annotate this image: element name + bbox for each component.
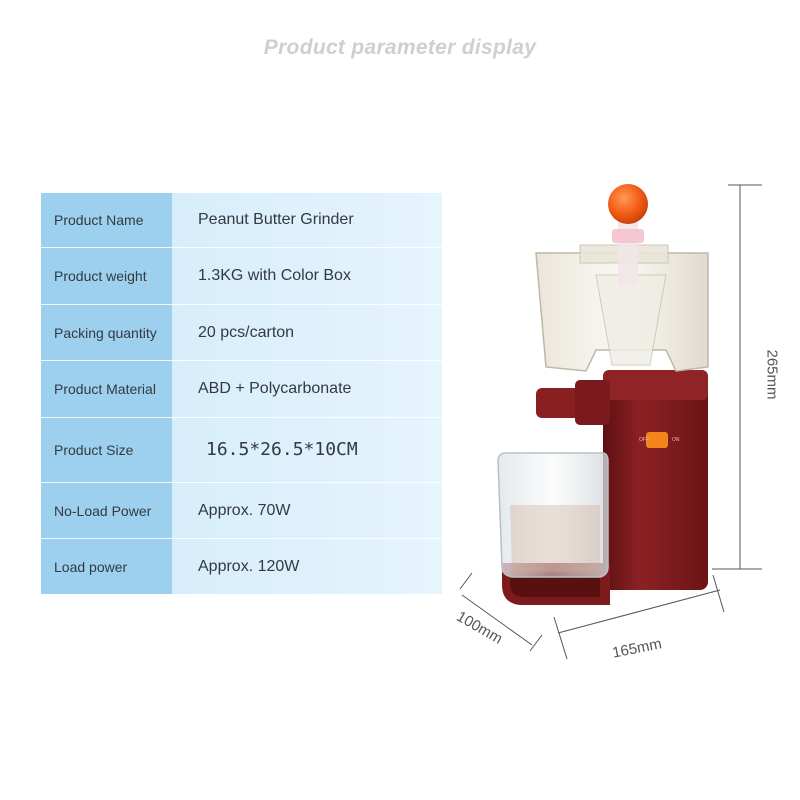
- table-row: Load power Approx. 120W: [41, 538, 442, 594]
- spec-label: No-Load Power: [41, 482, 172, 539]
- spec-value: 16.5*26.5*10CM: [172, 417, 442, 483]
- spec-label: Product Name: [41, 193, 172, 248]
- transparent-hopper: [535, 244, 709, 372]
- spec-value: Approx. 70W: [172, 482, 442, 539]
- collection-cup: [497, 452, 609, 578]
- spec-label: Packing quantity: [41, 304, 172, 361]
- spec-label: Product weight: [41, 247, 172, 305]
- spec-value: Peanut Butter Grinder: [172, 193, 442, 248]
- page-title: Product parameter display: [263, 36, 537, 59]
- spec-value: ABD + Polycarbonate: [172, 360, 442, 418]
- height-dimension-line: [712, 184, 762, 570]
- spec-value: Approx. 120W: [172, 538, 442, 594]
- power-switch-icon: [646, 432, 668, 448]
- spec-table: Product Name Peanut Butter Grinder Produ…: [41, 193, 442, 594]
- spec-label: Product Material: [41, 360, 172, 418]
- spec-value: 1.3KG with Color Box: [172, 247, 442, 305]
- table-row: Product Name Peanut Butter Grinder: [41, 193, 442, 248]
- product-illustration: OFF ON: [459, 184, 762, 660]
- switch-off-label: OFF: [639, 437, 649, 443]
- width-dimension-line: [553, 574, 725, 660]
- spec-label: Product Size: [41, 417, 172, 483]
- table-row: Product weight 1.3KG with Color Box: [41, 247, 442, 305]
- orange-knob-icon: [608, 184, 648, 285]
- table-row: Packing quantity 20 pcs/carton: [41, 304, 442, 361]
- height-label: 265mm: [763, 349, 781, 400]
- table-row: No-Load Power Approx. 70W: [41, 482, 442, 539]
- table-row: Product Material ABD + Polycarbonate: [41, 360, 442, 418]
- spec-label: Load power: [41, 538, 172, 594]
- switch-on-label: ON: [672, 437, 680, 443]
- spec-value: 20 pcs/carton: [172, 304, 442, 361]
- depth-dimension-line: [459, 572, 543, 652]
- table-row: Product Size 16.5*26.5*10CM: [41, 417, 442, 483]
